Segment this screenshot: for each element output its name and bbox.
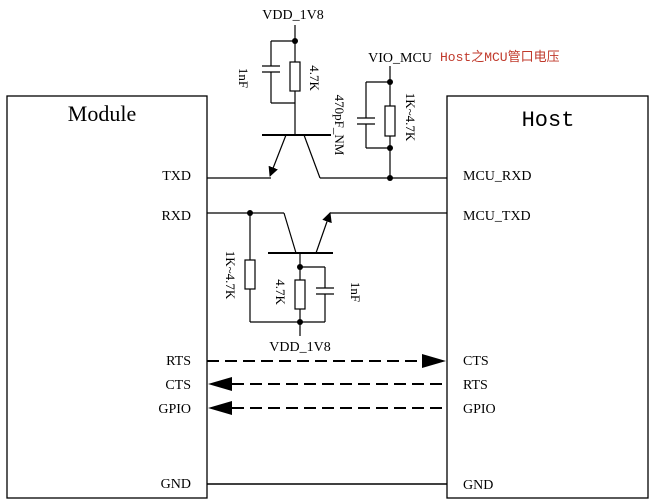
bottom-cap-label: 1nF [348, 282, 363, 302]
vio-lower-junction-dot [387, 145, 393, 151]
vio-cap-label: 470pF_NM [332, 95, 347, 156]
module-title: Module [68, 101, 136, 126]
bottom-res-left-label: 1K~4.7K [223, 251, 238, 300]
module-pin-gpio: GPIO [158, 402, 191, 417]
module-pin-gnd: GND [161, 477, 191, 492]
bottom-transistor [268, 212, 333, 267]
host-block [446, 95, 649, 499]
host-pin-rts: RTS [463, 378, 488, 393]
gpio-arrowhead [208, 401, 232, 415]
vio-pullup-network [357, 66, 396, 178]
top-res-label: 4.7K [307, 65, 322, 91]
top-bias-network [262, 25, 301, 135]
vio-res-label: 1K~4.7K [403, 93, 418, 142]
host-pin-gpio: GPIO [463, 402, 496, 417]
flow-control-lines [207, 360, 447, 409]
host-pin-mcu-txd: MCU_TXD [463, 209, 531, 224]
host-pin-mcu-rxd: MCU_RXD [463, 169, 531, 184]
top-transistor [262, 134, 331, 179]
module-pin-rts: RTS [166, 354, 191, 369]
module-block [6, 95, 208, 499]
bottom-bias-network [244, 213, 334, 336]
host-pin-cts: CTS [463, 354, 489, 369]
module-pin-txd: TXD [162, 169, 191, 184]
module-pin-cts: CTS [165, 378, 191, 393]
vio-junction-dot [387, 79, 393, 85]
bottom-base-junction-dot [297, 264, 303, 270]
bottom-vdd-junction-dot [297, 319, 303, 325]
bottom-res-label: 4.7K [273, 279, 288, 305]
host-pin-gnd: GND [463, 478, 493, 493]
rts-arrowhead [422, 354, 446, 368]
vio-label: VIO_MCU [368, 51, 432, 66]
cts-arrowhead [208, 377, 232, 391]
top-vdd-label: VDD_1V8 [262, 8, 323, 23]
module-pin-rxd: RXD [161, 209, 191, 224]
top-junction-dot [292, 38, 298, 44]
vio-annotation: Host之MCU管口电压 [440, 50, 560, 65]
top-cap-label: 1nF [236, 68, 251, 88]
host-title: Host [522, 108, 575, 133]
bottom-vdd-label: VDD_1V8 [269, 340, 330, 355]
